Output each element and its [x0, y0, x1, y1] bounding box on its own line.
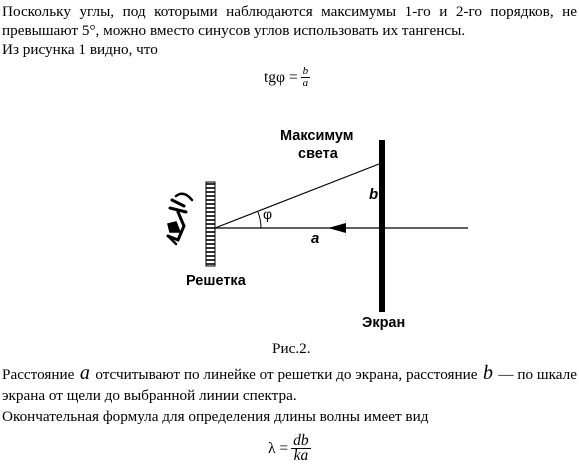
label-maximum-line2: света — [298, 146, 339, 162]
wavelength-fraction: db ka — [291, 432, 311, 464]
tangent-formula-lhs: tgφ = — [264, 68, 298, 86]
var-b: b — [482, 362, 493, 384]
arrow-left-icon — [328, 223, 346, 233]
wavelength-formula-lhs: λ = — [268, 439, 289, 457]
text-measured: отсчитывают по линейке от решетки до экр… — [95, 366, 478, 383]
paragraph-distances-line-2: экрана от щели до выбранной линии спектр… — [2, 387, 297, 404]
var-a: a — [79, 362, 90, 384]
paragraph-figure-reference: Из рисунка 1 видно, что — [2, 41, 158, 58]
paragraph-line-2: превышают 5°, можно вместо синусов углов… — [2, 22, 466, 39]
diffraction-grating — [205, 181, 216, 267]
ray-to-maximum — [214, 163, 380, 229]
paragraph-final-formula: Окончательная формула для определения дл… — [2, 408, 429, 425]
tangent-numerator: b — [300, 65, 311, 78]
wavelength-formula: λ = db ka — [268, 432, 311, 464]
paragraph-line-1: Поскольку углы, под которыми наблюдаются… — [2, 3, 577, 20]
screen-bar — [379, 140, 385, 312]
label-screen: Экран — [362, 315, 405, 331]
label-b: b — [369, 186, 378, 203]
wavelength-denominator: ka — [293, 447, 309, 464]
paragraph-distances-line-1: Расстояние a отсчитывают по линейке от р… — [2, 362, 577, 384]
tangent-fraction: b a — [300, 65, 311, 89]
wavelength-numerator: db — [291, 432, 311, 449]
figure-caption: Рис.2. — [272, 340, 311, 357]
label-grating: Решетка — [186, 273, 247, 289]
tangent-denominator: a — [302, 77, 309, 89]
label-maximum-line1: Максимум — [280, 128, 354, 144]
text-distance: Расстояние — [2, 366, 75, 383]
tangent-formula: tgφ = b a — [264, 65, 311, 89]
eye-icon — [166, 192, 194, 246]
angle-arc — [257, 211, 262, 229]
text-scale: — по шкале — [498, 366, 577, 383]
label-a: a — [311, 230, 319, 247]
label-phi: φ — [263, 206, 272, 222]
